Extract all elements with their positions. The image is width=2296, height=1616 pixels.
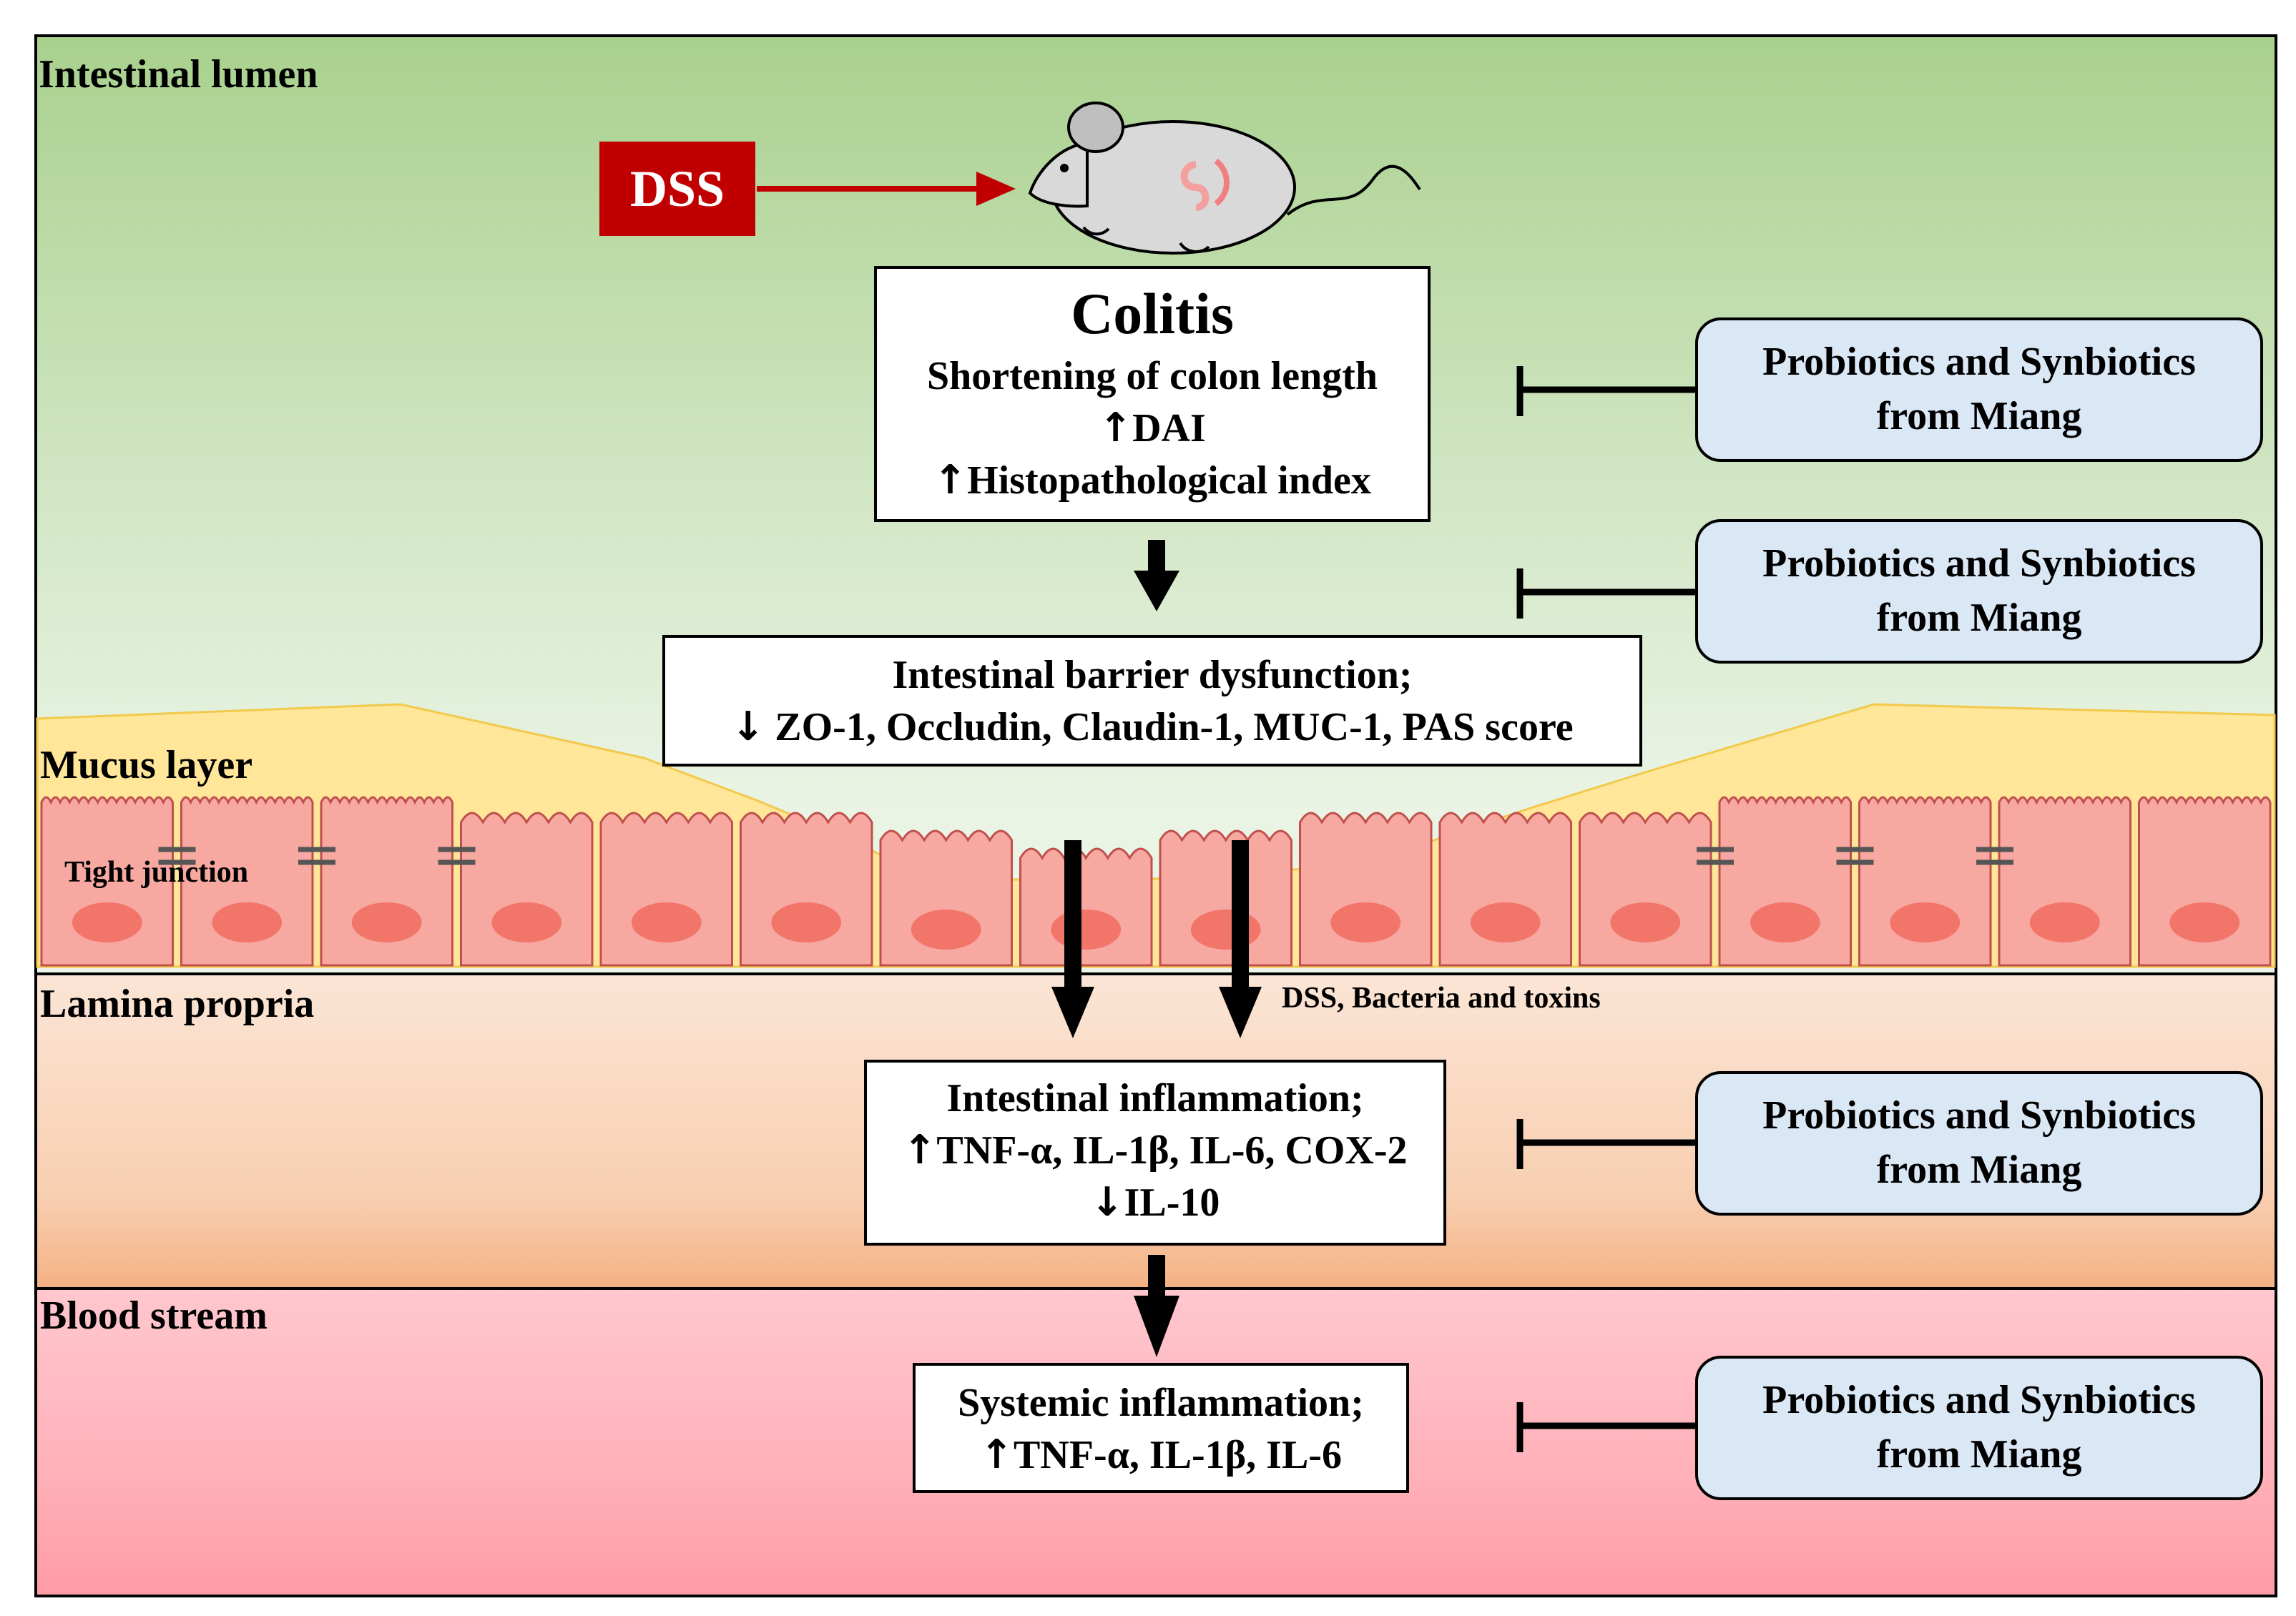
cell-nucleus xyxy=(1750,902,1820,942)
inhibitor-lines xyxy=(1516,366,1699,1452)
dss-badge: DSS xyxy=(599,142,755,236)
intestinal-inflammation-box: Intestinal inflammation; ↑TNF-α, IL-1β, … xyxy=(864,1060,1446,1246)
cell-nucleus xyxy=(1470,902,1541,942)
epithelial-cell xyxy=(599,812,733,967)
down-arrow-icon: ↓ xyxy=(731,703,765,750)
up-arrow-icon: ↑ xyxy=(1099,404,1133,451)
tight-junction-marks xyxy=(158,847,2013,865)
mucus-layer-label: Mucus layer xyxy=(40,743,253,787)
dss-bacteria-label: DSS, Bacteria and toxins xyxy=(1282,982,1601,1015)
tight-junction-label: Tight junction xyxy=(64,856,249,889)
down-arrow-icon: ↓ xyxy=(1090,1178,1124,1226)
epithelial-cell xyxy=(460,812,594,967)
up-arrow-icon: ↑ xyxy=(933,456,968,503)
up-arrow-icon: ↑ xyxy=(903,1126,937,1173)
inflammation-down-markers: ↓IL-10 xyxy=(867,1177,1443,1229)
systemic-markers: ↑TNF-α, IL-1β, IL-6 xyxy=(916,1429,1406,1482)
cell-nucleus xyxy=(491,902,562,942)
cell-nucleus xyxy=(1190,910,1261,950)
dss-arrow xyxy=(757,172,1016,206)
cell-nucleus xyxy=(631,902,702,942)
inflammation-title: Intestinal inflammation; xyxy=(946,1076,1364,1120)
epithelial-cells xyxy=(40,796,2272,967)
up-arrow-icon: ↑ xyxy=(980,1431,1014,1478)
colitis-box: Colitis Shortening of colon length ↑DAI … xyxy=(874,266,1431,522)
barrier-markers: ↓ ZO-1, Occludin, Claudin-1, MUC-1, PAS … xyxy=(665,701,1639,754)
cell-nucleus xyxy=(72,902,142,942)
colitis-title: Colitis xyxy=(1071,281,1234,346)
epithelial-cell xyxy=(1579,812,1712,967)
barrier-dysfunction-box: Intestinal barrier dysfunction; ↓ ZO-1, … xyxy=(662,635,1642,767)
cell-nucleus xyxy=(1890,902,1961,942)
epithelial-cell xyxy=(1299,812,1433,967)
cell-nucleus xyxy=(1051,910,1122,950)
lamina-propria-label: Lamina propria xyxy=(40,982,315,1026)
cell-nucleus xyxy=(212,902,283,942)
systemic-title: Systemic inflammation; xyxy=(958,1381,1364,1425)
colitis-line-dai: ↑DAI xyxy=(877,403,1428,455)
cell-nucleus xyxy=(2029,902,2100,942)
intestinal-lumen-label: Intestinal lumen xyxy=(39,52,318,97)
epithelial-cell xyxy=(740,812,873,967)
blood-stream-label: Blood stream xyxy=(40,1294,268,1338)
epithelial-cell xyxy=(1438,812,1572,967)
systemic-inflammation-box: Systemic inflammation; ↑TNF-α, IL-1β, IL… xyxy=(913,1363,1409,1493)
inflammation-up-markers: ↑TNF-α, IL-1β, IL-6, COX-2 xyxy=(867,1125,1443,1177)
cell-nucleus xyxy=(2169,902,2240,942)
mouse-icon xyxy=(1028,102,1421,255)
cell-nucleus xyxy=(771,902,842,942)
colitis-line-colon-length: Shortening of colon length xyxy=(926,354,1378,399)
cell-nucleus xyxy=(1610,902,1681,942)
cell-nucleus xyxy=(351,902,422,942)
cell-nucleus xyxy=(1330,902,1401,942)
flow-arrows xyxy=(1051,540,1262,1357)
barrier-title: Intestinal barrier dysfunction; xyxy=(892,653,1413,697)
cell-nucleus xyxy=(911,910,981,950)
colitis-line-histo: ↑Histopathological index xyxy=(877,455,1428,507)
